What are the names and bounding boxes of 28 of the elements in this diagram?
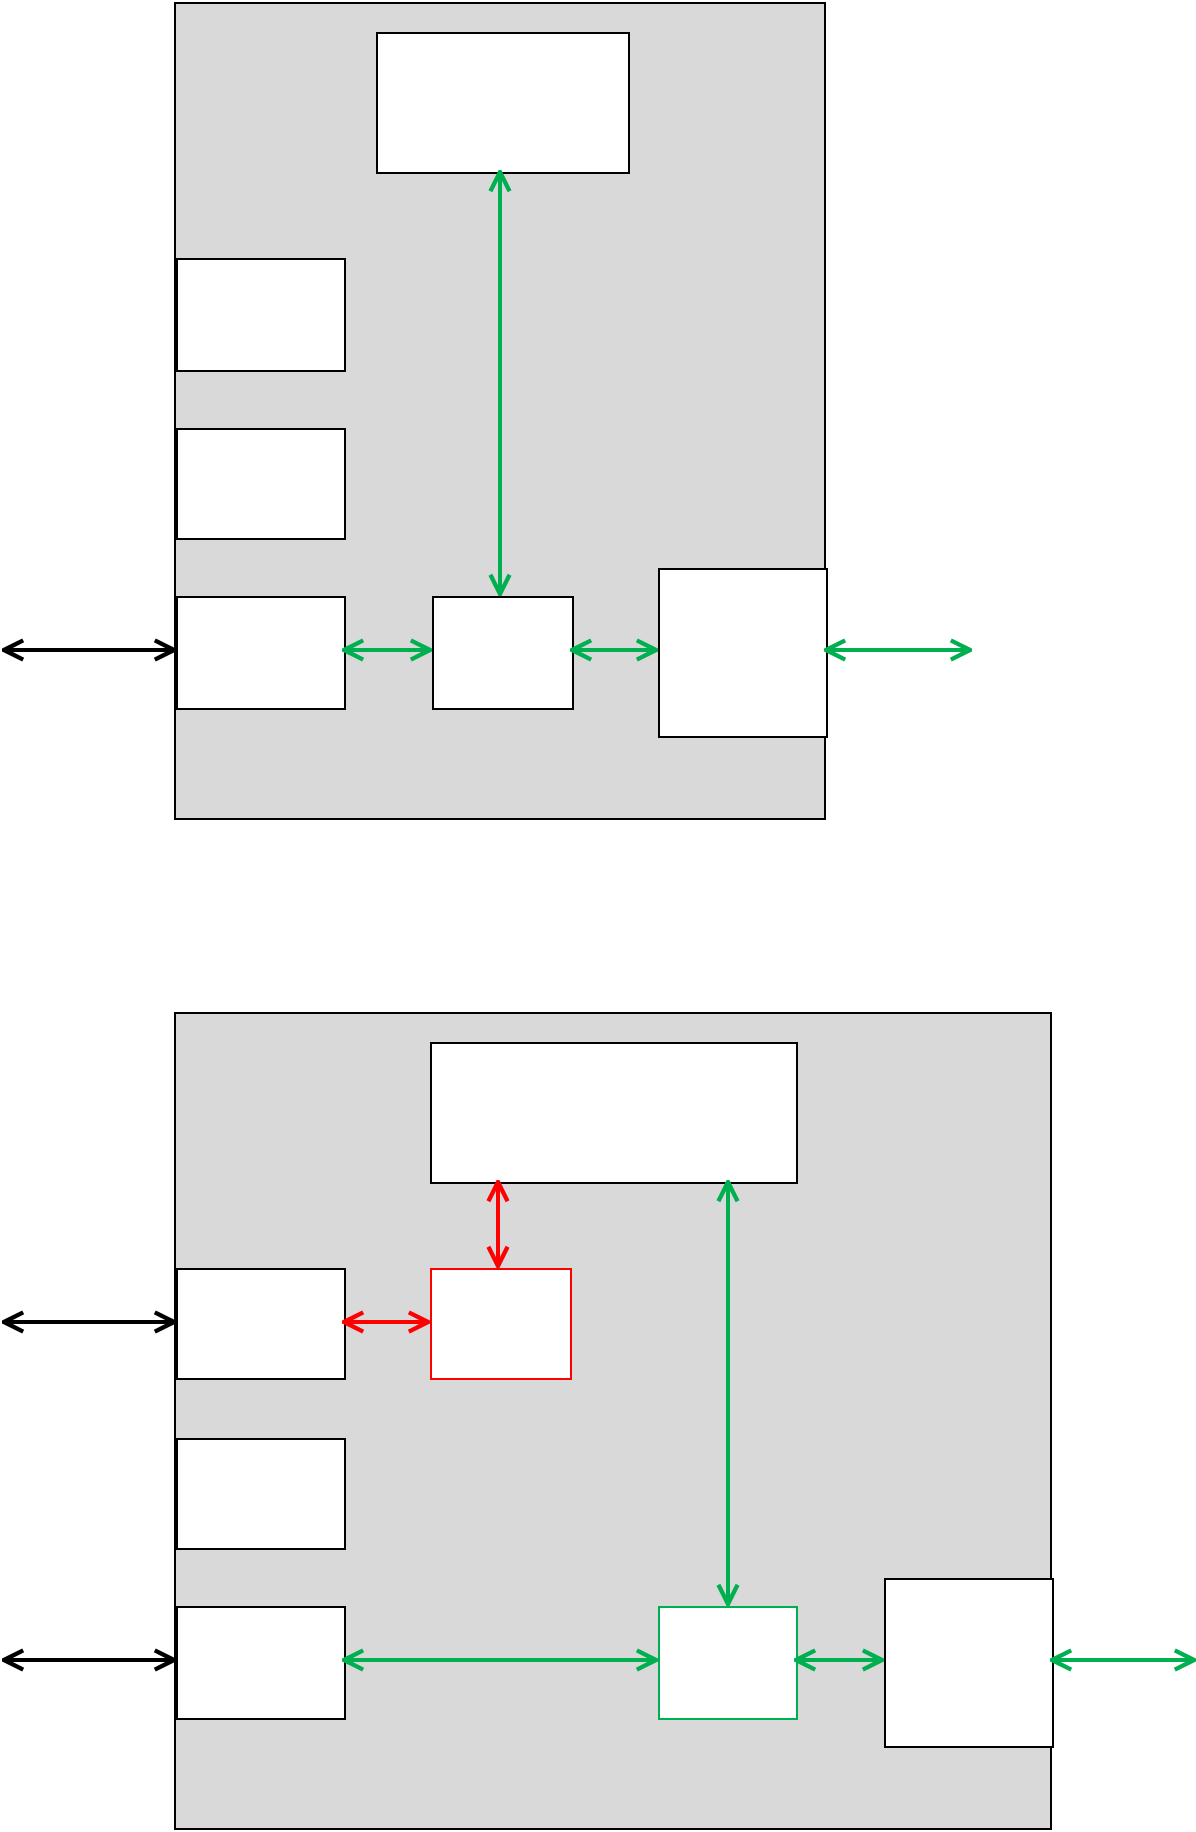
double-arrow — [341, 1310, 431, 1334]
container-panel — [174, 1012, 1052, 1830]
double-arrow — [1, 1648, 177, 1672]
double-arrow — [823, 638, 973, 662]
double-arrow — [793, 1648, 885, 1672]
component-box — [376, 32, 630, 174]
double-arrow — [341, 1648, 659, 1672]
double-arrow — [569, 638, 659, 662]
double-arrow — [716, 1179, 740, 1607]
component-box — [884, 1578, 1054, 1748]
double-arrow — [486, 1179, 510, 1269]
component-box — [430, 1042, 798, 1184]
double-arrow — [1049, 1648, 1196, 1672]
double-arrow — [341, 638, 433, 662]
component-box — [176, 1438, 346, 1550]
component-box — [176, 1606, 346, 1720]
component-box — [658, 568, 828, 738]
component-box — [430, 1268, 572, 1380]
component-box — [432, 596, 574, 710]
component-box — [176, 428, 346, 540]
double-arrow — [488, 169, 512, 597]
double-arrow — [1, 1310, 177, 1334]
component-box — [658, 1606, 798, 1720]
double-arrow — [1, 638, 177, 662]
component-box — [176, 258, 346, 372]
component-box — [176, 596, 346, 710]
container-panel — [174, 2, 826, 820]
component-box — [176, 1268, 346, 1380]
